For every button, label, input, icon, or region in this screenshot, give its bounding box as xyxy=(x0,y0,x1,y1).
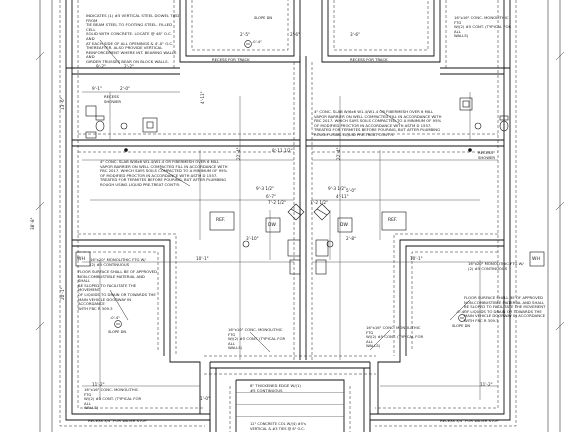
note-monolithic-footing-right: 16"x20" MONOLITHIC FTG W/ (2) #5 CONTINU… xyxy=(468,261,524,271)
dimension-label: 9'-2" xyxy=(96,64,106,69)
note-footing-center-left: 16"x16" CONC. MONOLITHIC FTG W/(2) #5 CO… xyxy=(228,327,286,351)
label-slope-left: SLOPE DN xyxy=(108,330,127,334)
label-wh-right: WH xyxy=(532,257,540,262)
label-elev-right: -0'-4" xyxy=(456,310,466,314)
dimension-lines xyxy=(35,0,565,432)
plumbing-fixtures xyxy=(75,97,545,275)
label-elev-top: -0'-4" xyxy=(252,40,262,44)
dimension-label: 2'-0" xyxy=(120,86,130,91)
label-wh-left: WH xyxy=(77,257,85,262)
note-slab-right: 4" CONC. SLAB W/6x6 W1.4/W1.4 OR FIBERME… xyxy=(314,109,442,137)
dimension-label: 1'-0" xyxy=(200,396,210,401)
diamond-symbols xyxy=(287,203,331,221)
note-floor-surface-left: FLOOR SURFACE SHALL BE OF APPROVED NON-C… xyxy=(78,269,157,311)
dimension-label: 13'-6" xyxy=(60,97,65,110)
dimension-label: 2'-6" xyxy=(290,32,300,37)
dimension-label: 3'-10" xyxy=(246,236,259,241)
dimension-label: 10'-1" xyxy=(410,256,423,261)
dimension-label: 20'-1" xyxy=(60,287,65,300)
dimension-label: 7'-2 1/2" xyxy=(310,200,328,205)
dimension-label: 11'-2" xyxy=(92,382,105,387)
label-recess-water-right: RECESS 3/4" FOR WATER STOP xyxy=(440,418,499,423)
dimension-label: 11'-2" xyxy=(480,382,493,387)
dimension-label: 2'-8" xyxy=(346,236,356,241)
interior-dimension-lines xyxy=(82,91,498,400)
dimension-label: 10'-1" xyxy=(196,256,209,261)
label-slope-right: SLOPE DN xyxy=(452,324,471,328)
label-ref-left: REF. xyxy=(216,218,226,223)
dimension-label: 8'-11 1/2" xyxy=(272,148,293,153)
dimension-label: 7'-2 1/2" xyxy=(268,200,286,205)
dimension-label: 9'-3 1/2" xyxy=(328,186,346,191)
dimension-label: 38'-8" xyxy=(30,217,35,230)
toilet-fixtures xyxy=(95,115,509,132)
label-ref-right: REF. xyxy=(388,218,398,223)
dimension-label: 3'-6" xyxy=(350,32,360,37)
note-floor-surface-right: FLOOR SURFACE SHALL BE OF APPROVED NON-C… xyxy=(464,295,546,323)
note-concrete-column: 12" CONCRETE COL W/(4) #5's VERTICAL & #… xyxy=(250,422,306,431)
label-elev-left: -0'-4" xyxy=(110,316,120,320)
dimension-label: 2'-5" xyxy=(240,32,250,37)
label-recess-water-left: RECESS 3/4" FOR WATER STOP xyxy=(88,418,147,423)
note-leaders xyxy=(99,39,471,353)
label-recess-shower-left: RECESS SHOWER xyxy=(104,94,122,104)
note-footing-top-right: 16"x16" CONC. MONOLITHIC FTG W/(2) #5 CO… xyxy=(454,15,512,39)
dimension-label: 4'-11" xyxy=(200,91,205,104)
dimension-label: 4'-11" xyxy=(336,194,349,199)
dimension-label: 22'-4" xyxy=(236,147,241,160)
note-thickened-edge: 8" THICKENED EDGE W/(1) #5 CONTINUOUS xyxy=(250,383,301,393)
dimension-label: 9'-3 1/2" xyxy=(256,186,274,191)
label-dw-right: DW xyxy=(340,223,348,228)
dimension-label: 6'-7" xyxy=(266,194,276,199)
note-monolithic-footing-left: 16"x20" MONOLITHIC FTG W/ (2) #5 CONTINU… xyxy=(90,257,146,267)
dimension-label: 2'-2" xyxy=(124,64,134,69)
note-slab-left: 4" CONC. SLAB W/6x6 W1.4/W1.4 OR FIBERME… xyxy=(100,159,228,187)
dimension-label: 9'-1" xyxy=(92,86,102,91)
label-slope-top: SLOPE DN xyxy=(254,16,273,20)
label-recess-track-right: RECESS FOR TRACK xyxy=(350,57,388,62)
footing-dashed-lines xyxy=(59,0,517,432)
label-recess-shower-right: RECESS SHOWER xyxy=(478,150,496,160)
label-recess-track-left: RECESS FOR TRACK xyxy=(212,57,250,62)
note-footing-center-right: 16"x16" CONC. MONOLITHIC FTG W/(2) #5 CO… xyxy=(366,325,424,349)
label-dw-left: DW xyxy=(268,223,276,228)
dimension-label: 5'-0" xyxy=(346,188,356,193)
note-footing-bottom-left: 16"x16" CONC. MONOLITHIC FTG W/(2) #5 CO… xyxy=(84,387,142,411)
slope-markers xyxy=(114,40,472,328)
building-walls xyxy=(65,0,511,432)
slab-hatch xyxy=(236,392,344,417)
note-dowel-reinforcement: INDICATES (1) #5 VERTICAL STEEL DOWEL TI… xyxy=(86,13,180,64)
dimension-label: 22'-4" xyxy=(336,147,341,160)
